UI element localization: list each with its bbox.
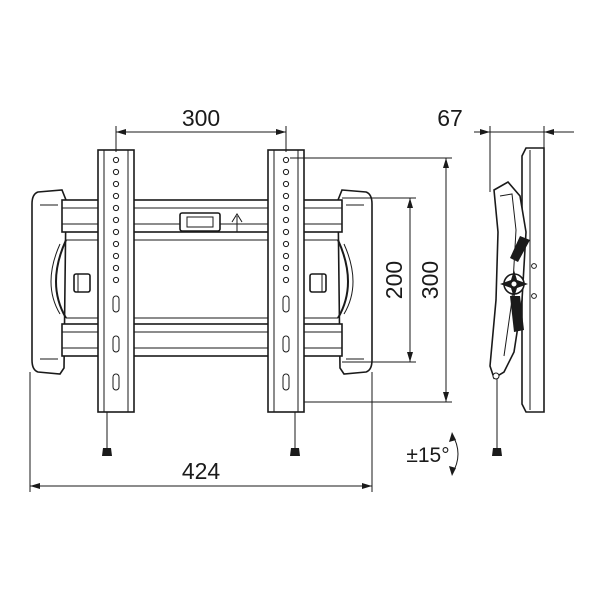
- dimension-424-width: 424: [29, 372, 373, 492]
- pivot-knob-icon: [500, 270, 528, 298]
- dimension-300-horizontal: 300: [115, 105, 287, 152]
- dimension-label-vesa-vertical-inner: 200: [381, 261, 407, 299]
- right-knob: [309, 273, 327, 293]
- right-arm: [267, 149, 305, 456]
- dimension-300-vertical: 300: [290, 157, 452, 403]
- wall-plate: [31, 189, 373, 375]
- left-arm: [97, 149, 135, 456]
- front-view: 300 424 200 300: [29, 105, 452, 492]
- dimension-label-depth: 67: [437, 105, 463, 131]
- left-knob: [73, 273, 91, 293]
- tilt-angle-label: ±15°: [406, 444, 449, 467]
- dimension-label-vesa-horizontal: 300: [182, 105, 220, 131]
- level-label-box: [179, 212, 221, 232]
- up-arrow-icon: [231, 213, 243, 232]
- side-view: 67 ±15°: [406, 105, 574, 476]
- tilt-indicator: ±15°: [406, 432, 459, 476]
- dimension-label-overall-width: 424: [182, 458, 221, 484]
- dimension-label-vesa-vertical-outer: 300: [417, 261, 443, 299]
- dimension-200-vertical: 200: [342, 197, 416, 363]
- dimension-67-depth: 67: [437, 105, 574, 192]
